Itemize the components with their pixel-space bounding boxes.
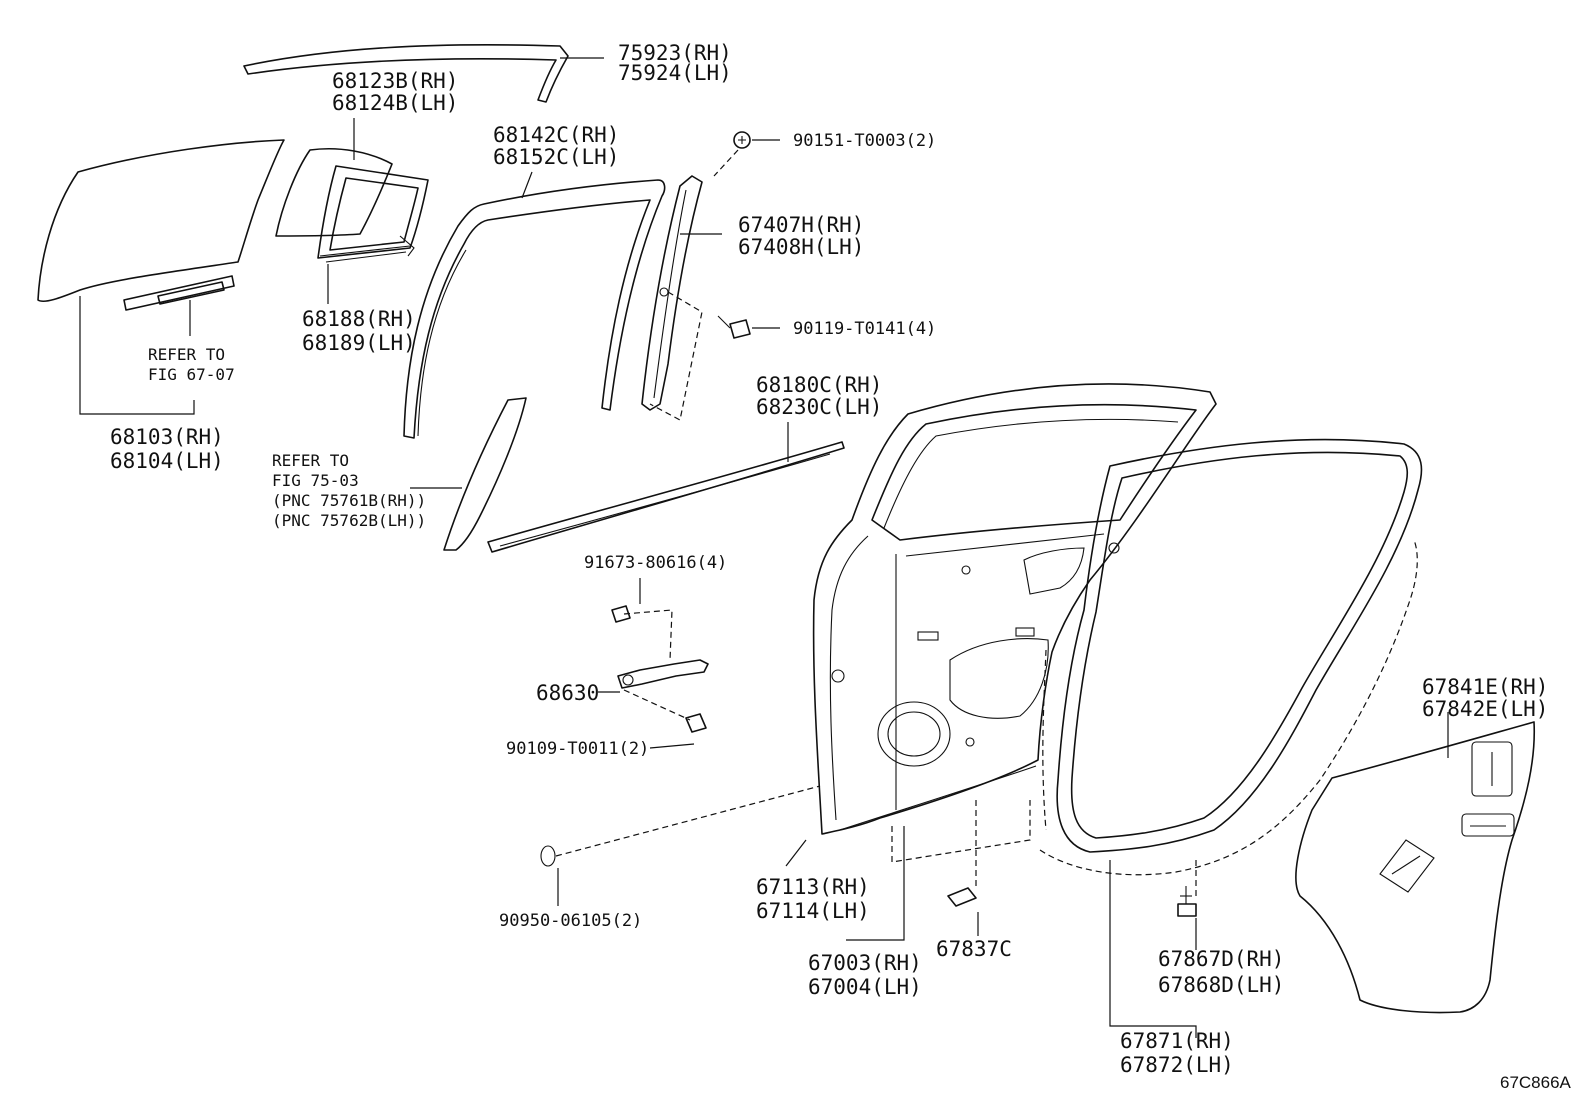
label-67407h: 67407H(RH)	[738, 213, 864, 237]
door-panel	[812, 383, 1217, 835]
label-90151: 90151-T0003(2)	[793, 131, 936, 151]
belt-moulding	[487, 441, 845, 553]
label-68230c: 68230C(LH)	[756, 395, 882, 419]
label-68124b: 68124B(LH)	[332, 91, 458, 115]
belt-weatherstrip-vertical	[641, 175, 703, 411]
label-68188: 68188(RH)	[302, 307, 416, 331]
door-glass	[37, 139, 285, 311]
label-75924: 75924(LH)	[618, 61, 732, 85]
figure-code: 67C866A	[1500, 1073, 1572, 1092]
label-67837c: 67837C	[936, 937, 1012, 961]
label-67004: 67004(LH)	[808, 975, 922, 999]
label-90119: 90119-T0141(4)	[793, 319, 936, 339]
clips	[947, 886, 1197, 917]
door-weatherstrip	[1039, 438, 1423, 876]
label-refer-75-03-line4: (PNC 75762B(LH))	[272, 511, 426, 530]
label-75923: 75923(RH)	[618, 41, 732, 65]
roof-molding	[243, 44, 569, 103]
part-labels: 75923(RH) 75924(LH) 68123B(RH) 68124B(LH…	[110, 41, 1572, 1092]
label-refer-75-03-line1: REFER TO	[272, 451, 349, 470]
service-hole-cover	[1295, 721, 1536, 1014]
label-67114: 67114(LH)	[756, 899, 870, 923]
label-68180c: 68180C(RH)	[756, 373, 882, 397]
label-67003: 67003(RH)	[808, 951, 922, 975]
label-67867d: 67867D(RH)	[1158, 947, 1284, 971]
plug-90950	[540, 845, 556, 867]
label-68142c: 68142C(RH)	[493, 123, 619, 147]
door-frame-channel	[403, 179, 666, 439]
label-68189: 68189(LH)	[302, 331, 416, 355]
label-refer-75-03-line3: (PNC 75761B(RH))	[272, 491, 426, 510]
label-68103: 68103(RH)	[110, 425, 224, 449]
quarter-window	[275, 147, 429, 263]
label-68152c: 68152C(LH)	[493, 145, 619, 169]
label-67871: 67871(RH)	[1120, 1029, 1234, 1053]
label-67842e: 67842E(LH)	[1422, 697, 1548, 721]
label-refer-67-07-line2: FIG 67-07	[148, 365, 235, 384]
screws	[717, 131, 751, 339]
label-67868d: 67868D(LH)	[1158, 973, 1284, 997]
label-67113: 67113(RH)	[756, 875, 870, 899]
label-67872: 67872(LH)	[1120, 1053, 1234, 1077]
leader-lines	[79, 57, 1449, 1038]
label-68104: 68104(LH)	[110, 449, 224, 473]
door-check	[611, 605, 709, 733]
label-91673: 91673-80616(4)	[584, 553, 727, 573]
sash-trim	[443, 397, 527, 551]
label-68630: 68630	[536, 681, 599, 705]
label-68123b: 68123B(RH)	[332, 69, 458, 93]
label-90109: 90109-T0011(2)	[506, 739, 649, 759]
label-refer-75-03-line2: FIG 75-03	[272, 471, 359, 490]
label-67841e: 67841E(RH)	[1422, 675, 1548, 699]
label-refer-67-07-line1: REFER TO	[148, 345, 225, 364]
label-67408h: 67408H(LH)	[738, 235, 864, 259]
label-90950: 90950-06105(2)	[499, 911, 642, 931]
